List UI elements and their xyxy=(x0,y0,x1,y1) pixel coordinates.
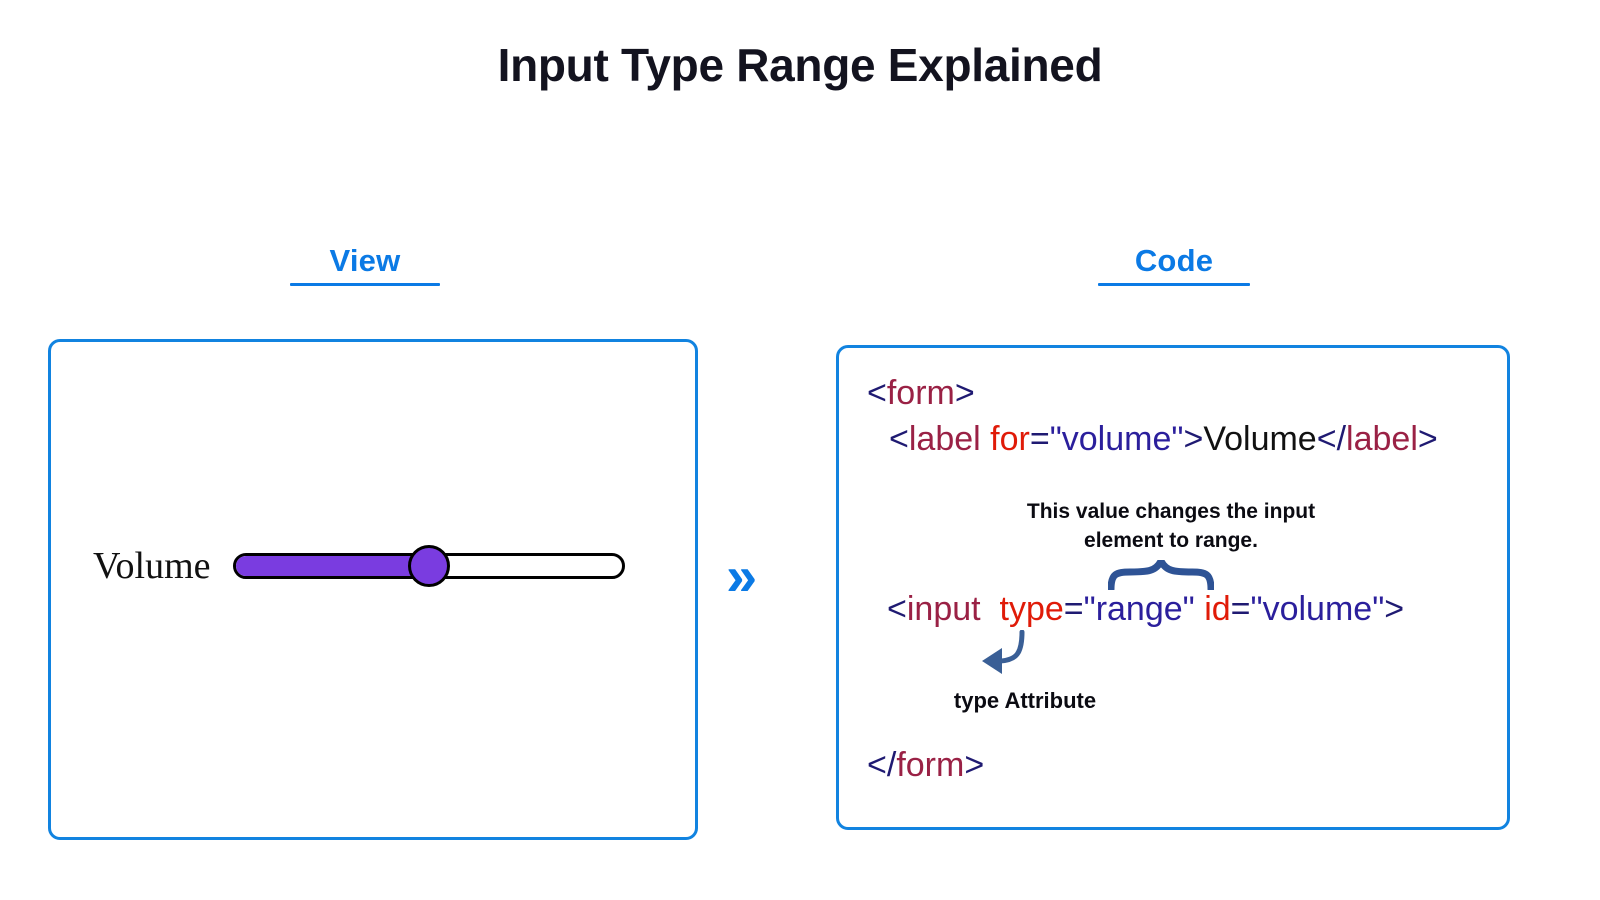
page-title: Input Type Range Explained xyxy=(497,39,1103,91)
attr-for: for xyxy=(990,420,1030,458)
punct-close-lt: </ xyxy=(867,746,897,784)
double-chevron-right-icon: » xyxy=(726,544,757,607)
punct-eq: = xyxy=(1029,420,1050,458)
punct-eq-2: = xyxy=(1230,590,1251,628)
code-line-form-open: <form> xyxy=(867,376,975,410)
curly-brace-icon xyxy=(1108,560,1214,590)
punct-gt: > xyxy=(1384,590,1405,628)
attr-type: type xyxy=(999,590,1064,628)
tag-form-close: form xyxy=(896,746,965,784)
tag-label-close: label xyxy=(1346,420,1418,458)
view-panel: Volume xyxy=(48,339,698,840)
view-heading-text: View xyxy=(329,243,401,278)
range-note-line-1: This value changes the input xyxy=(1026,500,1316,523)
code-panel: <form> <label for="volume">Volume</label… xyxy=(836,345,1510,830)
code-line-form-close: </form> xyxy=(867,748,984,782)
volume-label: Volume xyxy=(93,545,211,587)
label-text-content: Volume xyxy=(1203,420,1317,458)
view-heading-underline xyxy=(290,283,440,286)
range-value-annotation: This value changes the input element to … xyxy=(966,498,1376,556)
range-note-line-2: element to range. xyxy=(1084,528,1258,552)
range-fill xyxy=(235,556,429,576)
value-volume: "volume" xyxy=(1049,420,1184,458)
punct-lt: < xyxy=(887,590,907,628)
punct-lt: < xyxy=(867,374,887,412)
punct-close-gt: > xyxy=(1417,420,1438,458)
attr-id: id xyxy=(1204,590,1231,628)
range-thumb[interactable] xyxy=(407,545,450,587)
code-heading-underline xyxy=(1098,283,1250,286)
code-line-label: <label for="volume">Volume</label> xyxy=(889,422,1438,456)
tag-input: input xyxy=(906,590,981,628)
value-volume-id: "volume" xyxy=(1250,590,1385,628)
punct-lt: < xyxy=(889,420,909,458)
code-line-input: <input type="range" id="volume"> xyxy=(887,592,1404,626)
punct-eq-1: = xyxy=(1063,590,1084,628)
value-range: "range" xyxy=(1083,590,1195,628)
punct-gt: > xyxy=(964,746,985,784)
tag-label: label xyxy=(908,420,981,458)
type-attribute-annotation: type Attribute xyxy=(953,688,1097,713)
view-column-heading: View xyxy=(290,243,440,286)
tag-form: form xyxy=(886,374,955,412)
punct-gt: > xyxy=(1183,420,1204,458)
punct-gt: > xyxy=(954,374,975,412)
code-heading-text: Code xyxy=(1134,243,1214,278)
code-column-heading: Code xyxy=(1098,243,1250,286)
volume-range-slider[interactable] xyxy=(232,545,625,587)
volume-slider-row: Volume xyxy=(93,545,625,587)
punct-close-lt: </ xyxy=(1316,420,1347,458)
curved-arrow-icon xyxy=(982,630,1025,674)
